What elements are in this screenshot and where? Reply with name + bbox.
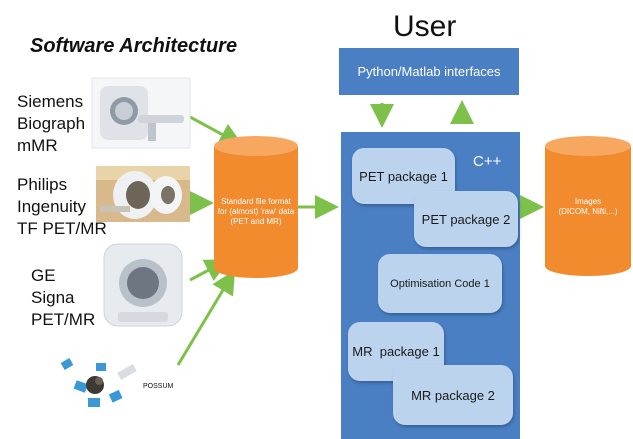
output-cylinder (545, 136, 631, 276)
scanner-label-siemens: Siemens Biograph mMR (17, 91, 85, 157)
mr-package-2-label: MR package 2 (411, 387, 495, 403)
scanner-label-ge: GE Signa PET/MR (31, 265, 95, 331)
output-label: Images (DICOM, Nifti,...) (545, 197, 631, 217)
python-matlab-interfaces-box: Python/Matlab interfaces (339, 48, 519, 95)
possum-image (60, 358, 137, 407)
storage-label-line: Standard file format (221, 197, 291, 206)
storage-cylinder (214, 136, 298, 278)
storage-label-line: for (almost) 'raw' data (217, 207, 295, 216)
scanner-label-philips: Philips Ingenuity TF PET/MR (17, 174, 107, 240)
scanner-label-possum: POSSUM (143, 383, 174, 390)
output-label-line: (DICOM, Nifti,...) (558, 207, 618, 216)
pet-package-2-label: PET package 2 (421, 211, 511, 227)
scanner-label-line: PET/MR (31, 310, 96, 329)
mr-package-1-label: MR package 1 (352, 344, 440, 359)
scanner-label-line: mMR (17, 136, 58, 155)
scanner-label-line: Siemens (17, 92, 84, 111)
ge-scanner-image (100, 240, 188, 335)
pet-package-1-label: PET package 1 (359, 168, 448, 184)
storage-label-line: (PET and MR) (230, 217, 282, 226)
philips-scanner-image (96, 166, 190, 222)
scanner-label-line: GE (31, 266, 56, 285)
mr-package-2: MR package 2 (393, 365, 513, 425)
scanner-label-line: TF PET/MR (17, 219, 107, 238)
arrow-possum-to-storage (176, 269, 236, 366)
scanner-label-line: Biograph (17, 114, 86, 133)
optimisation-code-1: Optimisation Code 1 (378, 254, 502, 313)
scanner-label-line: Signa (31, 288, 75, 307)
scanner-label-line: Philips (17, 175, 68, 194)
scanner-label-line: Ingenuity (17, 197, 86, 216)
cpp-label: C++ (473, 153, 502, 170)
optimisation-code-1-label: Optimisation Code 1 (390, 277, 490, 290)
user-label: User (393, 10, 457, 43)
siemens-scanner-image (91, 77, 191, 149)
storage-label: Standard file format for (almost) 'raw' … (214, 197, 298, 227)
diagram-title: Software Architecture (30, 35, 238, 57)
pet-package-2: PET package 2 (414, 191, 518, 247)
output-label-line: Images (574, 197, 602, 206)
